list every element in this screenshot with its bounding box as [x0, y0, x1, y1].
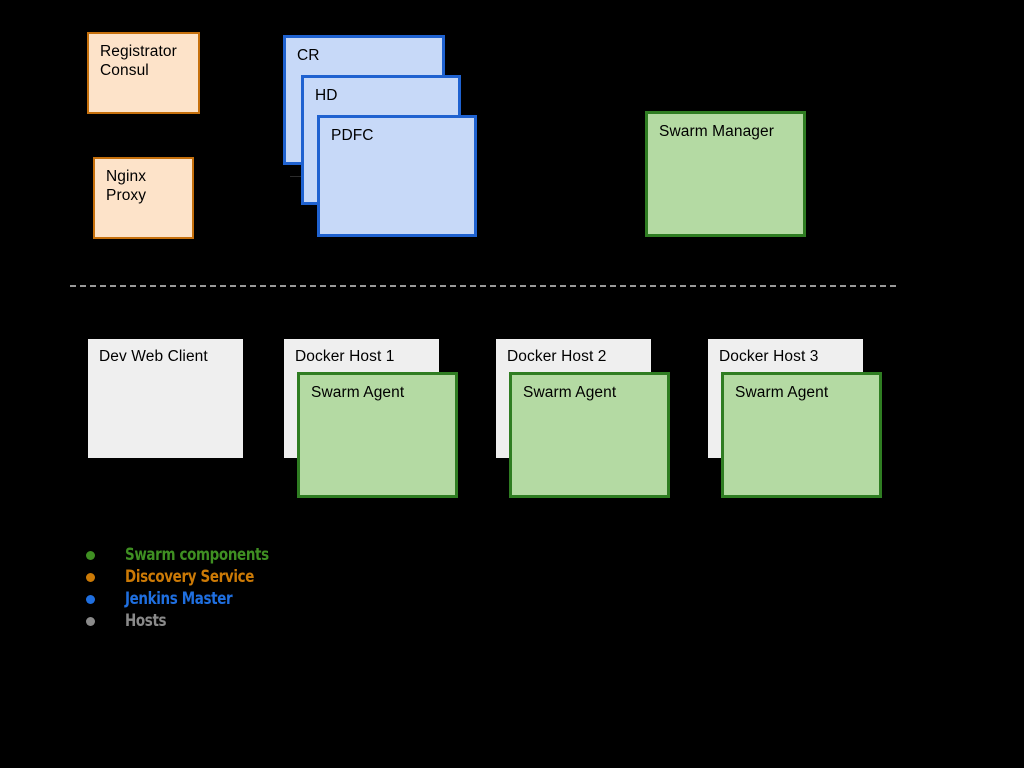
node-label: Dev Web Client [99, 348, 208, 365]
legend-dot-icon [86, 616, 95, 626]
legend: Swarm components Discovery Service Jenki… [86, 544, 288, 632]
legend-item-hosts: Hosts [86, 610, 288, 632]
node-swarm-agent-3[interactable]: Swarm Agent [721, 372, 882, 498]
horizontal-dashed-divider [70, 285, 896, 287]
node-label: Swarm Manager [659, 123, 775, 140]
node-label: Registrator Consul [100, 43, 177, 80]
node-swarm-manager[interactable]: Swarm Manager [645, 111, 806, 237]
node-label: Swarm Agent [523, 384, 617, 401]
node-label: CR [297, 47, 320, 64]
legend-label: Swarm components [125, 545, 269, 565]
legend-label: Discovery Service [125, 567, 255, 587]
legend-item-jenkins-master: Jenkins Master [86, 588, 288, 610]
legend-item-discovery-service: Discovery Service [86, 566, 288, 588]
node-pdfc[interactable]: PDFC [317, 115, 477, 237]
node-nginx-proxy[interactable]: Nginx Proxy [93, 157, 194, 239]
legend-label: Jenkins Master [125, 589, 233, 609]
node-dev-web-client[interactable]: Dev Web Client [88, 339, 243, 458]
node-label: Docker Host 1 [295, 348, 395, 365]
node-label: Nginx Proxy [106, 168, 147, 205]
legend-dot-icon [86, 572, 95, 582]
node-label: Swarm Agent [735, 384, 829, 401]
node-label: Docker Host 3 [719, 348, 819, 365]
node-swarm-agent-1[interactable]: Swarm Agent [297, 372, 458, 498]
node-label: HD [315, 87, 338, 104]
node-label: PDFC [331, 127, 374, 144]
node-label: Docker Host 2 [507, 348, 607, 365]
legend-label: Hosts [125, 611, 167, 631]
node-swarm-agent-2[interactable]: Swarm Agent [509, 372, 670, 498]
node-label: Swarm Agent [311, 384, 405, 401]
legend-dot-icon [86, 550, 95, 560]
node-registrator-consul[interactable]: Registrator Consul [87, 32, 200, 114]
legend-dot-icon [86, 594, 95, 604]
legend-item-swarm-components: Swarm components [86, 544, 288, 566]
